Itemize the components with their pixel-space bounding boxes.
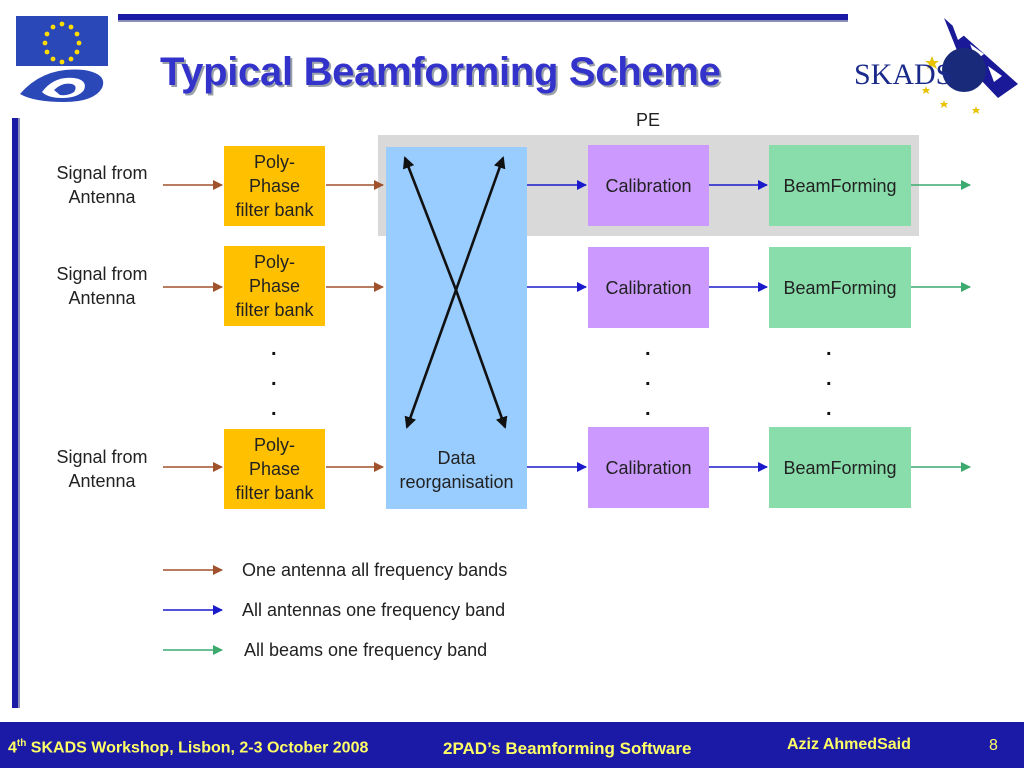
arrows-layer bbox=[163, 156, 971, 655]
skads-logo-icon: SKADS bbox=[848, 14, 1024, 122]
footer-page-number: 8 bbox=[989, 737, 998, 754]
signal-label-2: Signal from Antenna bbox=[56, 264, 148, 308]
footer-workshop-sup: th bbox=[16, 738, 27, 749]
beamforming-box-1: BeamForming bbox=[769, 145, 911, 226]
filter-bank-3: Poly- Phase filter bank bbox=[224, 429, 325, 509]
footer-workshop: 4th SKADS Workshop, Lisbon, 2-3 October … bbox=[8, 738, 368, 757]
cross-arrow bbox=[454, 156, 506, 291]
footer-author: Aziz AhmedSaid bbox=[787, 736, 911, 753]
pe-label: PE bbox=[635, 110, 660, 130]
dot: . bbox=[645, 338, 651, 360]
cross-arrow bbox=[403, 156, 458, 291]
footer-center-title: 2PAD’s Beamforming Software bbox=[443, 739, 692, 758]
eu-fp6-logo-icon bbox=[14, 14, 110, 106]
dot: . bbox=[271, 398, 277, 420]
filter-bank-2: Poly- Phase filter bank bbox=[224, 246, 325, 326]
signal-label-1: Signal from Antenna bbox=[56, 163, 148, 207]
dot: . bbox=[826, 368, 832, 390]
legend-item-1: One antenna all frequency bands bbox=[242, 560, 508, 580]
calibration-box-2: Calibration bbox=[588, 247, 709, 328]
calibration-box-3: Calibration bbox=[588, 427, 709, 508]
left-rule bbox=[12, 118, 20, 708]
data-reorganisation-label: Data reorganisation bbox=[399, 448, 514, 492]
legend-item-2: All antennas one frequency band bbox=[242, 600, 506, 620]
dot: . bbox=[645, 368, 651, 390]
dot: . bbox=[271, 368, 277, 390]
skads-logo-text: SKADS bbox=[854, 58, 952, 91]
footer-workshop-num: 4 bbox=[8, 739, 17, 757]
beamforming-box-3: BeamForming bbox=[769, 427, 911, 508]
dot: . bbox=[271, 338, 277, 360]
data-reorganisation-box bbox=[386, 147, 527, 509]
cross-arrow bbox=[404, 289, 458, 429]
signal-label-3: Signal from Antenna bbox=[56, 447, 148, 491]
top-rule bbox=[118, 14, 926, 22]
beamforming-box-2: BeamForming bbox=[769, 247, 911, 328]
footer-bar: 4th SKADS Workshop, Lisbon, 2-3 October … bbox=[0, 722, 1024, 768]
legend-item-3: All beams one frequency band bbox=[244, 640, 488, 660]
filter-bank-1: Poly- Phase filter bank bbox=[224, 146, 325, 226]
dot: . bbox=[645, 398, 651, 420]
footer-workshop-rest: SKADS Workshop, Lisbon, 2-3 October 2008 bbox=[26, 739, 369, 757]
cross-arrow bbox=[454, 289, 508, 429]
dot: . bbox=[826, 338, 832, 360]
dot: . bbox=[826, 398, 832, 420]
page-title: Typical Beamforming Scheme bbox=[160, 50, 721, 94]
calibration-box-1: Calibration bbox=[588, 145, 709, 226]
